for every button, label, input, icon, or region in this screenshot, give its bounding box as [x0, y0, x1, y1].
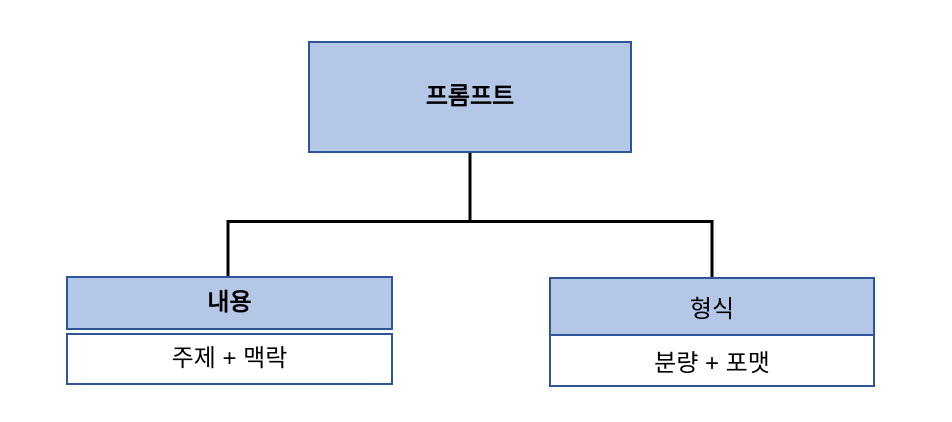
content-node-header: 내용	[66, 276, 393, 330]
format-node-body-label: 분량 + 포맷	[654, 350, 770, 377]
format-node-body: 분량 + 포맷	[551, 336, 873, 385]
content-node-header-label: 내용	[207, 288, 252, 316]
content-node-body: 주제 + 맥락	[66, 333, 393, 385]
root-node-label: 프롬프트	[425, 82, 515, 110]
format-node-header: 형식	[551, 279, 873, 336]
root-node: 프롬프트	[308, 41, 632, 153]
format-node-header-label: 형식	[689, 296, 735, 323]
format-node: 형식 분량 + 포맷	[549, 277, 875, 387]
content-node-body-label: 주제 + 맥락	[171, 344, 288, 372]
